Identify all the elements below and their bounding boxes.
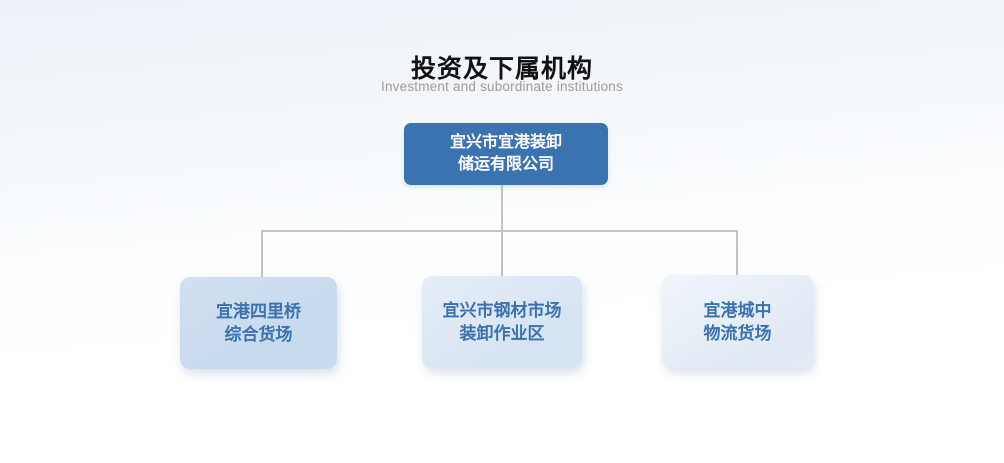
org-node-root: 宜兴市宜港装卸 储运有限公司 [404,123,608,185]
org-node-child2-line1: 宜兴市钢材市场 [442,301,562,320]
connector-drop-middle [501,231,503,276]
org-node-child3-line2: 物流货场 [703,323,772,343]
org-node-sili-bridge-yard: 宜港四里桥 综合货场 [180,277,337,369]
connector-horizontal-bar [261,230,738,232]
page-title: 投资及下属机构 [410,55,593,83]
org-node-child3-line1: 宜港城中 [703,300,772,320]
page-subtitle: Investment and subordinate institutions [381,79,623,94]
org-node-root-line1: 宜兴市宜港装卸 [449,134,562,151]
org-node-steel-market-area: 宜兴市钢材市场 装卸作业区 [422,276,582,368]
org-node-child1-line2: 综合货场 [224,325,293,344]
org-node-child2-line2: 装卸作业区 [459,324,545,343]
connector-drop-left [261,231,263,277]
connector-drop-right [736,231,738,275]
connector-root-stem [501,184,503,231]
org-node-root-line2: 储运有限公司 [457,156,554,173]
org-node-child1-line1: 宜港四里桥 [216,302,301,321]
org-node-city-logistics-yard: 宜港城中 物流货场 [662,275,813,368]
